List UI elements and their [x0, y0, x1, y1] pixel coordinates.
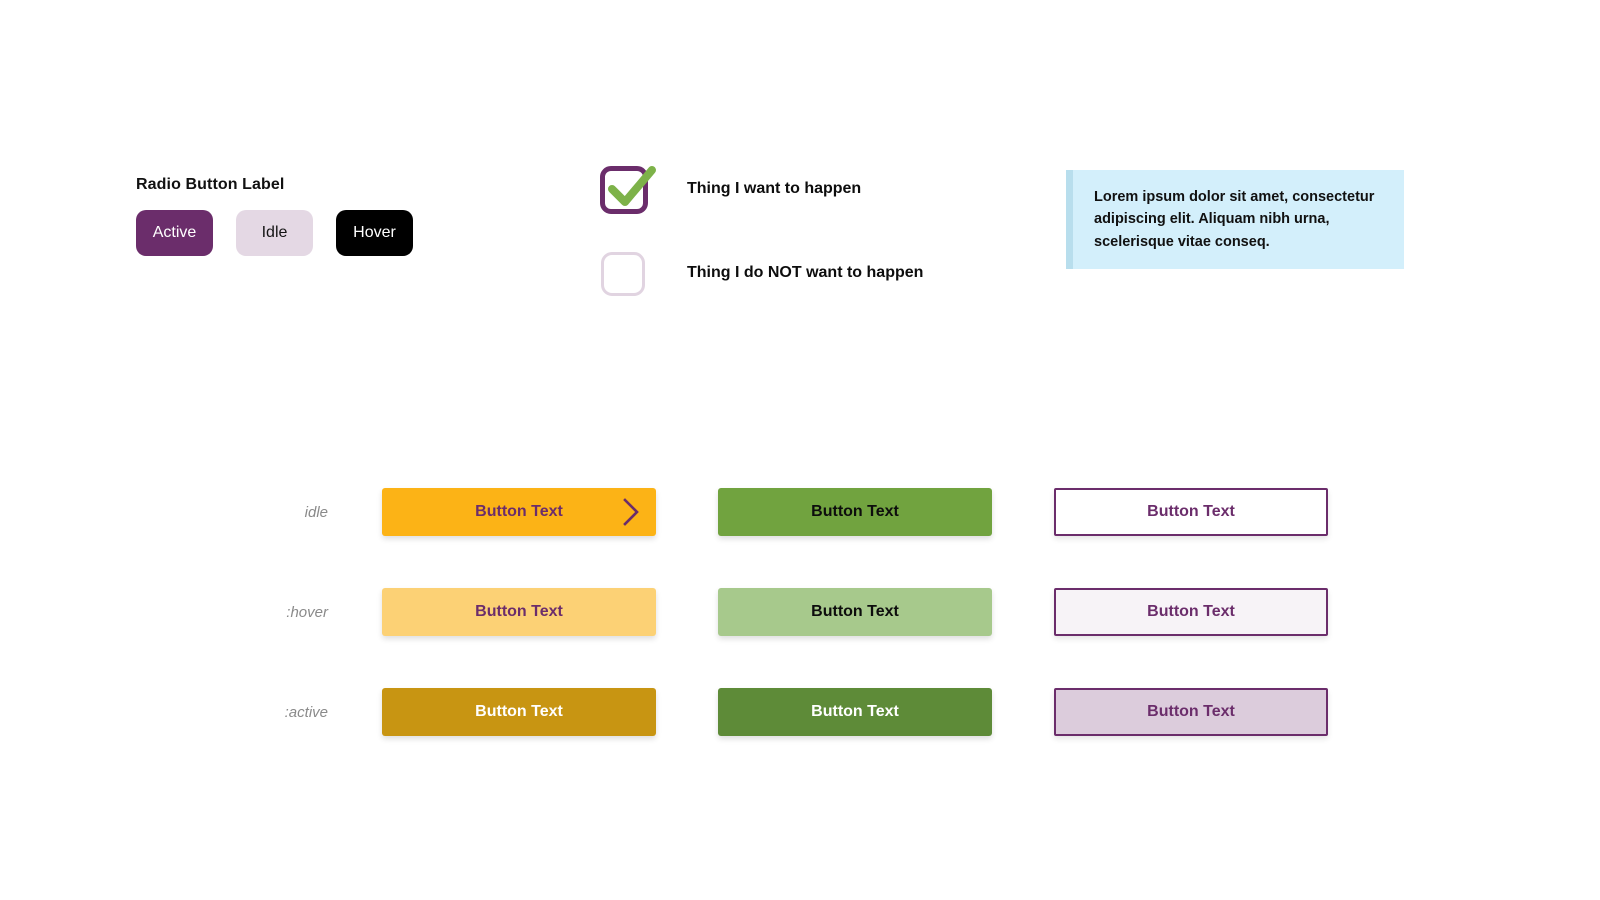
- button-cell-orange-idle: Button Text: [382, 488, 718, 536]
- button-cell-green-idle: Button Text: [718, 488, 1054, 536]
- button-label: Button Text: [1147, 603, 1235, 620]
- checkbox-unchecked[interactable]: [598, 244, 660, 302]
- radio-group-label: Radio Button Label: [136, 176, 285, 193]
- state-label-idle: idle: [304, 503, 328, 521]
- button-cell-outline-active: Button Text: [1054, 688, 1390, 736]
- button-label: Button Text: [811, 503, 899, 520]
- radio-pill-list: Active Idle Hover: [136, 210, 413, 256]
- checkbox-row-checked[interactable]: Thing I want to happen: [598, 160, 923, 218]
- checkbox-box-checked: [600, 166, 648, 214]
- button-label: Button Text: [811, 703, 899, 720]
- button-outline-active[interactable]: Button Text: [1054, 688, 1328, 736]
- button-orange-hover[interactable]: Button Text: [382, 588, 656, 636]
- button-label: Button Text: [1147, 703, 1235, 720]
- callout-text: Lorem ipsum dolor sit amet, consectetur …: [1094, 189, 1375, 250]
- button-cell-orange-active: Button Text: [382, 688, 718, 736]
- state-label-active: :active: [284, 703, 328, 721]
- radio-pill-active-label: Active: [152, 224, 197, 241]
- button-orange-active[interactable]: Button Text: [382, 688, 656, 736]
- info-callout: Lorem ipsum dolor sit amet, consectetur …: [1066, 170, 1404, 269]
- checkbox-box-unchecked: [601, 252, 645, 296]
- radio-pill-idle[interactable]: Idle: [236, 210, 313, 256]
- radio-pill-hover-label: Hover: [353, 224, 396, 241]
- state-label-hover: :hover: [286, 603, 328, 621]
- button-orange-idle[interactable]: Button Text: [382, 488, 656, 536]
- button-cell-green-hover: Button Text: [718, 588, 1054, 636]
- button-green-hover[interactable]: Button Text: [718, 588, 992, 636]
- checkbox-label-unchecked: Thing I do NOT want to happen: [687, 264, 924, 281]
- button-cell-orange-hover: Button Text: [382, 588, 718, 636]
- checkbox-list: Thing I want to happen Thing I do NOT wa…: [598, 160, 923, 302]
- radio-button-group: Radio Button Label Active Idle Hover: [136, 176, 413, 256]
- button-cell-outline-idle: Button Text: [1054, 488, 1390, 536]
- button-outline-idle[interactable]: Button Text: [1054, 488, 1328, 536]
- button-label: Button Text: [1147, 503, 1235, 520]
- checkbox-checked[interactable]: [598, 160, 660, 218]
- radio-pill-active[interactable]: Active: [136, 210, 213, 256]
- button-state-matrix: idle Button Text Button Text Button Text…: [232, 462, 1390, 762]
- button-label: Button Text: [475, 703, 563, 720]
- button-row-hover: :hover Button Text Button Text Button Te…: [232, 562, 1390, 662]
- radio-pill-idle-label: Idle: [261, 224, 288, 241]
- button-green-active[interactable]: Button Text: [718, 688, 992, 736]
- checkbox-label-checked: Thing I want to happen: [687, 180, 862, 197]
- button-cell-outline-hover: Button Text: [1054, 588, 1390, 636]
- button-green-idle[interactable]: Button Text: [718, 488, 992, 536]
- button-label: Button Text: [475, 503, 563, 520]
- button-row-idle: idle Button Text Button Text Button Text: [232, 462, 1390, 562]
- radio-pill-hover[interactable]: Hover: [336, 210, 413, 256]
- checkbox-row-unchecked[interactable]: Thing I do NOT want to happen: [598, 244, 923, 302]
- chevron-right-icon: [623, 498, 639, 526]
- button-label: Button Text: [475, 603, 563, 620]
- button-outline-hover[interactable]: Button Text: [1054, 588, 1328, 636]
- button-cell-green-active: Button Text: [718, 688, 1054, 736]
- button-label: Button Text: [811, 603, 899, 620]
- button-row-active: :active Button Text Button Text Button T…: [232, 662, 1390, 762]
